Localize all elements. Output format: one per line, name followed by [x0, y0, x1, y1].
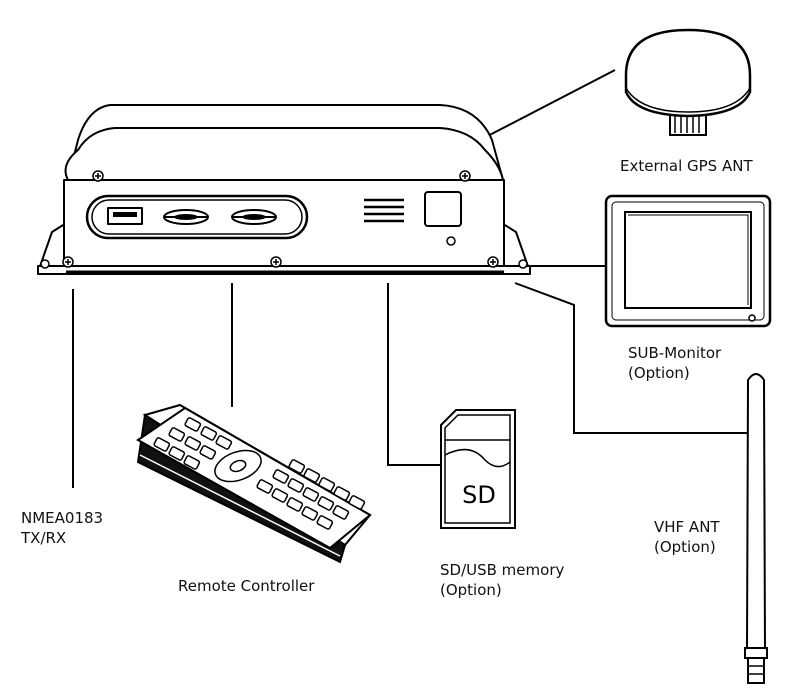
gps-line	[479, 69, 616, 141]
screws	[40, 170, 528, 269]
sub-monitor-label: SUB-Monitor (Option)	[628, 344, 722, 382]
vent	[364, 198, 404, 223]
sub-monitor	[604, 194, 772, 328]
unit-base	[37, 265, 531, 275]
sd-card: SD	[440, 409, 516, 529]
vhf-antenna	[744, 373, 768, 684]
gps-antenna-label: External GPS ANT	[620, 157, 753, 175]
gps-antenna	[624, 28, 752, 136]
sd-card-label: SD	[462, 481, 496, 509]
nmea-label: NMEA0183 TX/RX	[21, 509, 104, 547]
power-button	[424, 191, 462, 227]
vhf-antenna-label: VHF ANT (Option)	[654, 518, 720, 556]
remote-controller	[136, 403, 372, 564]
sd-line	[387, 283, 441, 466]
main-unit	[37, 104, 531, 275]
sd-slot-2	[231, 209, 277, 225]
sd-slot-1	[163, 209, 209, 225]
sd-usb-memory-label: SD/USB memory (Option)	[440, 561, 565, 599]
status-led	[446, 236, 456, 246]
remote-keypad	[153, 417, 366, 530]
vhf-line	[514, 282, 752, 434]
monitor-screen	[624, 211, 752, 309]
remote-controller-label: Remote Controller	[178, 577, 315, 595]
